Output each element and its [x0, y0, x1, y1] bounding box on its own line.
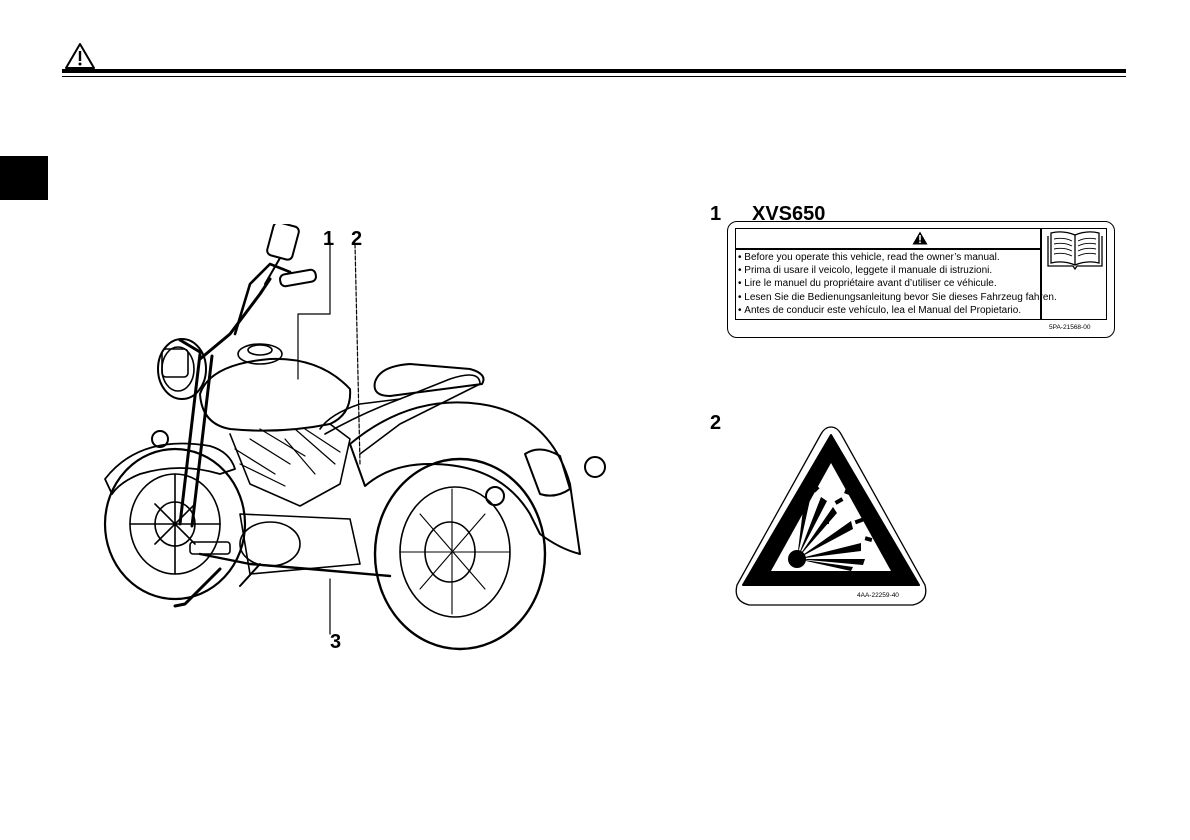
label1-line-de: Lesen Sie die Bedienungsanleitung bevor …: [738, 291, 1056, 304]
label2-number: 2: [710, 412, 722, 434]
explosion-warning-icon: [735, 426, 927, 606]
callout-1: 1: [323, 228, 335, 250]
label1-line-en: Before you operate this vehicle, read th…: [738, 251, 1040, 264]
callout-2: 2: [351, 228, 363, 250]
label1-line-it: Prima di usare il veicolo, leggete il ma…: [738, 264, 1040, 277]
label1-plate: [727, 221, 1115, 338]
header-rule-thin: [62, 76, 1126, 77]
label1-inner-frame: [735, 228, 1107, 320]
label1-line-fr: Lire le manuel du propriétaire avant d’u…: [738, 277, 1040, 290]
motorcycle-illustration: [103, 224, 606, 651]
label2-code: 4AA-22259-40: [857, 592, 899, 599]
label1-header-line: [735, 248, 1041, 250]
label1-text-block: Before you operate this vehicle, read th…: [738, 251, 1056, 317]
book-icon: [1047, 231, 1103, 271]
label1-line-es: Antes de conducir este vehículo, lea el …: [738, 304, 1040, 317]
warning-triangle-icon: [912, 231, 928, 245]
section-tab-marker: [0, 156, 48, 200]
label1-code: 5PA-21568-00: [1049, 324, 1091, 331]
warning-triangle-icon: [65, 43, 95, 69]
header-rule-thick: [62, 69, 1126, 73]
label1-number: 1: [710, 203, 722, 225]
label1-divider: [1040, 228, 1042, 320]
callout-3: 3: [330, 631, 342, 653]
label1-model: XVS650: [752, 203, 826, 225]
